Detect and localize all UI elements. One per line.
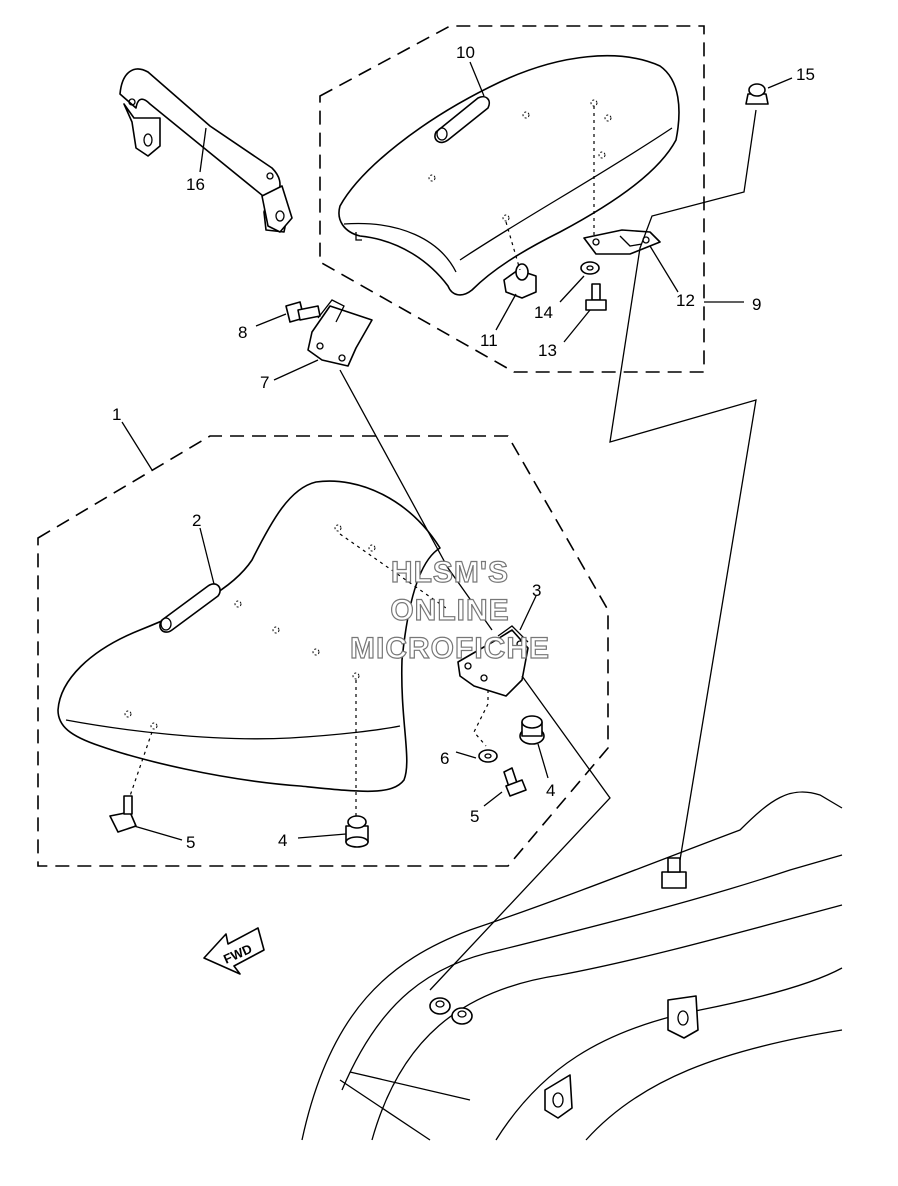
callout-3: 3 bbox=[532, 581, 541, 600]
watermark-line-3: MICROFICHE bbox=[350, 632, 550, 665]
front-seat-part-1 bbox=[57, 480, 441, 793]
fender-grommet-left bbox=[429, 997, 451, 1015]
callout-11: 10 bbox=[456, 43, 475, 62]
callout-15: 14 bbox=[534, 303, 553, 322]
damper-part-4-bottom bbox=[345, 815, 369, 848]
washer-part-15 bbox=[580, 261, 600, 275]
assembly-lines bbox=[129, 106, 757, 991]
callout-13: 12 bbox=[676, 291, 695, 310]
rear-seat-part-10 bbox=[338, 55, 680, 296]
callout-9: 8 bbox=[238, 323, 247, 342]
bracket-part-8 bbox=[307, 299, 373, 367]
rear-fender bbox=[301, 791, 843, 1141]
bracket-part-13 bbox=[583, 229, 661, 255]
watermark: HLSM'S ONLINE MICROFICHE bbox=[349, 555, 550, 665]
callout-5: 5 bbox=[186, 833, 195, 852]
callout-10: 9 bbox=[752, 295, 761, 314]
bolt-part-6 bbox=[503, 767, 527, 797]
callout-14: 13 bbox=[538, 341, 557, 360]
callout-2: 2 bbox=[192, 511, 201, 530]
nut-part-16 bbox=[745, 83, 769, 105]
callout-17: 16 bbox=[186, 175, 205, 194]
damper-part-12 bbox=[503, 263, 537, 299]
callout-8: 7 bbox=[260, 373, 269, 392]
callout-4-bottom: 4 bbox=[278, 831, 287, 850]
callout-16: 15 bbox=[796, 65, 815, 84]
group-box-front-seat bbox=[37, 435, 609, 867]
washer-part-7 bbox=[478, 749, 498, 763]
bracket-part-3 bbox=[457, 625, 529, 697]
callout-6: 5 bbox=[470, 807, 479, 826]
damper-part-4-right bbox=[519, 715, 545, 745]
bolt-part-14 bbox=[585, 283, 607, 311]
callout-4-right: 4 bbox=[546, 781, 555, 800]
forward-direction-arrow: FWD bbox=[203, 927, 265, 975]
grab-bar-part-17 bbox=[119, 68, 293, 233]
fender-grommet-right bbox=[451, 1007, 473, 1025]
fender-grommet-rear bbox=[661, 857, 687, 889]
bolt-part-5 bbox=[109, 795, 137, 833]
callout-7: 6 bbox=[440, 749, 449, 768]
bolt-part-9 bbox=[285, 301, 321, 323]
callout-1: 1 bbox=[112, 405, 121, 424]
watermark-line-1: HLSM'S bbox=[391, 556, 509, 589]
callout-12: 11 bbox=[480, 331, 498, 350]
leader-lines bbox=[121, 61, 793, 841]
watermark-line-2: ONLINE bbox=[390, 594, 509, 627]
